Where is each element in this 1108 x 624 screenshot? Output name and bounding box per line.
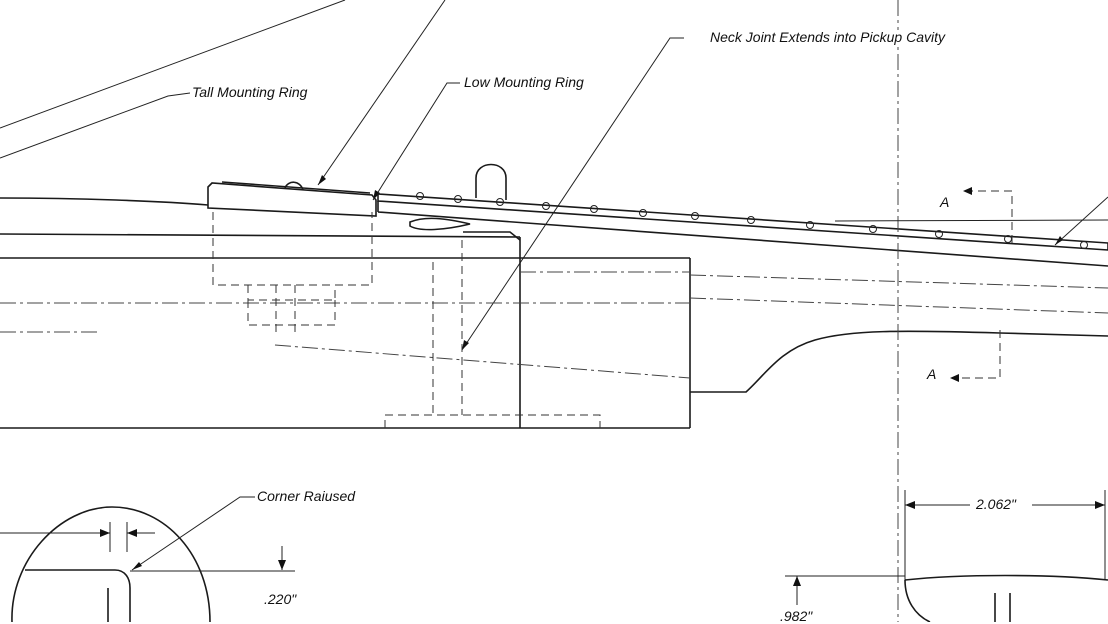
corner-detail <box>0 496 295 622</box>
neck-fretboard <box>377 163 1108 267</box>
label-corner-raiused: Corner Raiused <box>255 488 358 504</box>
body-outline <box>0 197 1108 429</box>
mounting-rings <box>207 181 377 217</box>
cross-section <box>785 490 1108 622</box>
dimension-width: 2.062" <box>974 496 1019 512</box>
section-indicator <box>950 187 1013 382</box>
section-label-bottom: A <box>927 366 937 382</box>
leader-lines <box>0 0 1108 351</box>
label-neck-joint: Neck Joint Extends into Pickup Cavity <box>708 29 947 45</box>
section-label-top: A <box>940 194 950 210</box>
dimension-220: .220" <box>262 591 299 607</box>
label-tall-mounting-ring: Tall Mounting Ring <box>190 84 310 100</box>
dimension-982: .982" <box>778 608 815 624</box>
label-low-mounting-ring: Low Mounting Ring <box>462 74 586 90</box>
